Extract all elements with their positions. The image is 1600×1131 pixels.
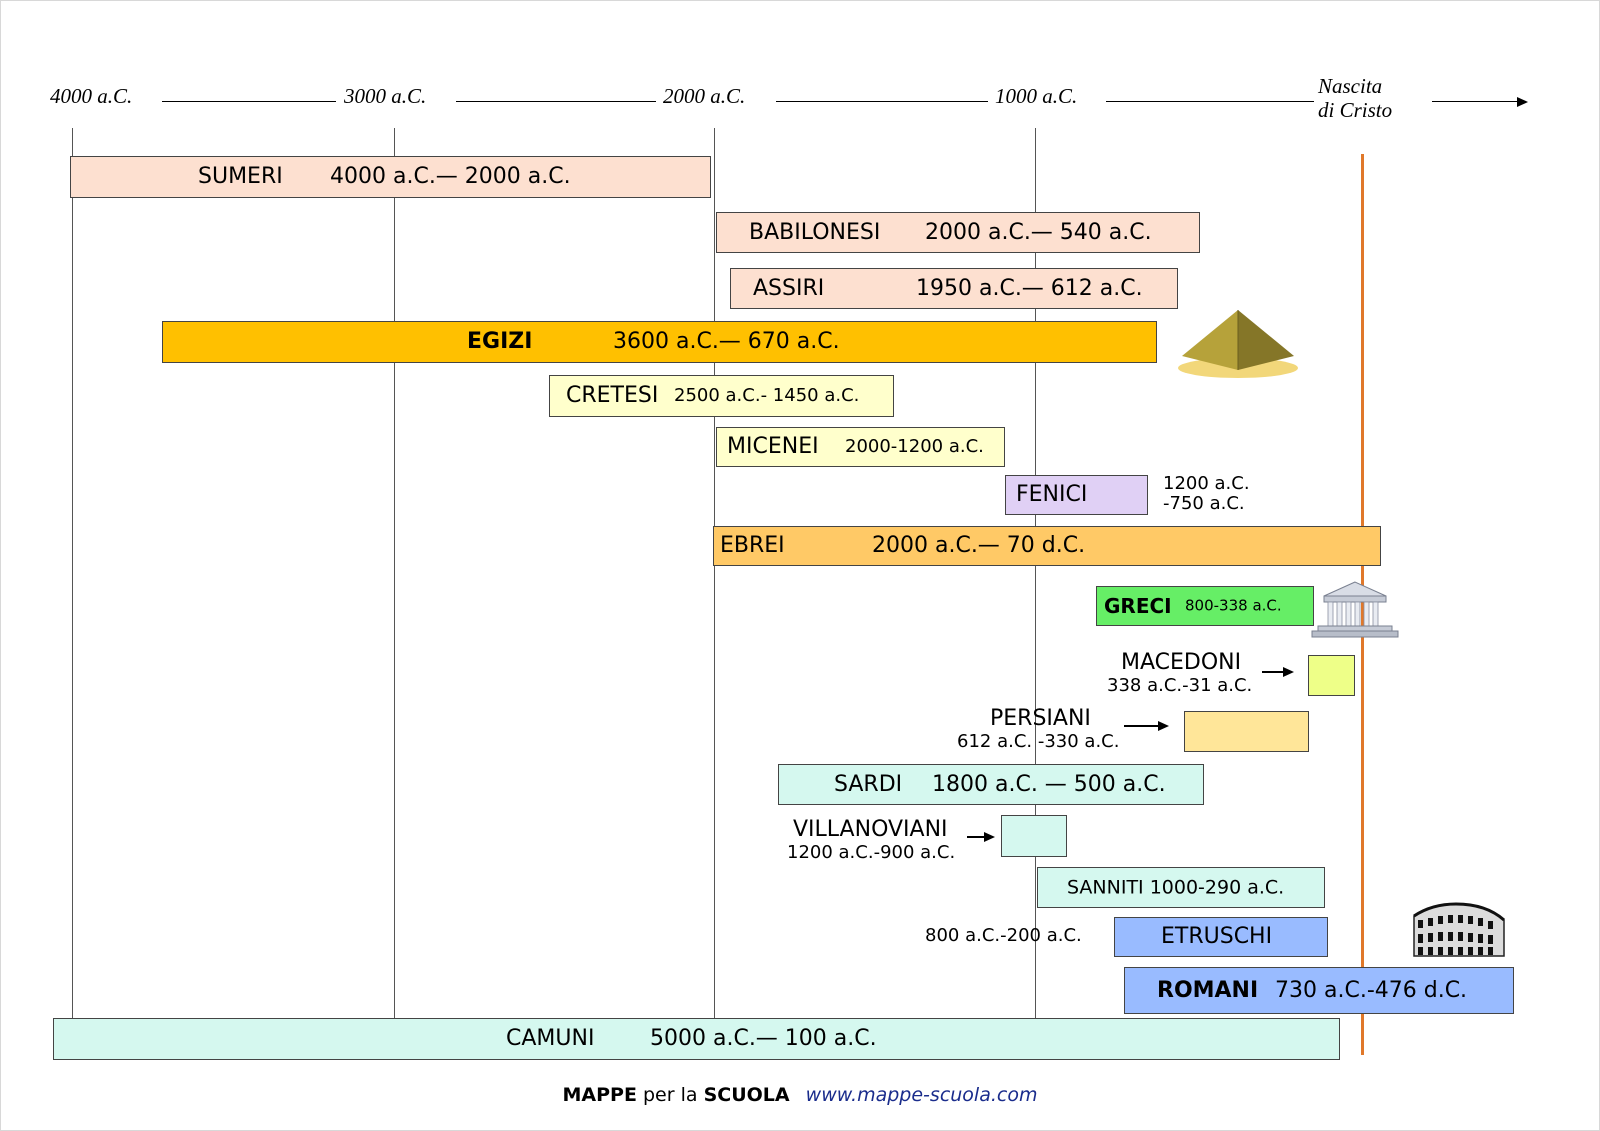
tick-label: 4000 a.C.	[50, 84, 133, 108]
greci-bar: GRECI 800-338 a.C.	[1096, 586, 1314, 626]
egizi-period: 3600 a.C.— 670 a.C.	[613, 329, 840, 354]
cretesi-period: 2500 a.C.- 1450 a.C.	[674, 385, 860, 406]
macedoni-arrow-line	[1262, 671, 1284, 673]
axis-segment	[776, 101, 988, 102]
persiani-bar	[1184, 711, 1309, 752]
arrow-right-icon	[1517, 97, 1528, 107]
romani-name: ROMANI	[1157, 977, 1259, 1003]
babilonesi-period: 2000 a.C.— 540 a.C.	[925, 219, 1152, 245]
etruschi-period: 800 a.C.-200 a.C.	[925, 925, 1082, 946]
pyramid-icon	[1178, 310, 1298, 378]
axis-segment	[1432, 101, 1518, 102]
babilonesi-name: BABILONESI	[749, 219, 881, 245]
sanniti-label: SANNITI 1000-290 a.C.	[1067, 876, 1285, 898]
villanoviani-period: 1200 a.C.-900 a.C.	[787, 842, 956, 863]
persiani-period: 612 a.C. -330 a.C.	[957, 731, 1120, 752]
assiri-name: ASSIRI	[753, 275, 825, 301]
greci-name: GRECI	[1104, 594, 1172, 618]
persiani-name: PERSIANI	[990, 706, 1091, 731]
gridline-4000	[72, 128, 73, 1018]
assiri-period: 1950 a.C.— 612 a.C.	[916, 275, 1143, 301]
ebrei-bar: EBREI 2000 a.C.— 70 d.C.	[713, 526, 1381, 566]
sardi-period: 1800 a.C. — 500 a.C.	[932, 771, 1166, 797]
etruschi-name: ETRUSCHI	[1161, 924, 1273, 949]
fenici-period-line2: -750 a.C.	[1163, 493, 1245, 514]
fenici-bar: FENICI	[1005, 475, 1148, 515]
ebrei-name: EBREI	[720, 533, 785, 558]
egizi-bar: EGIZI 3600 a.C.— 670 a.C.	[162, 321, 1157, 363]
gridline-1000	[1035, 128, 1036, 1018]
camuni-name: CAMUNI	[506, 1026, 595, 1051]
birth-of-christ-label: Nascita di Cristo	[1318, 74, 1428, 122]
sumeri-name: SUMERI	[198, 164, 283, 189]
tick-label: 2000 a.C.	[663, 84, 746, 108]
axis-segment	[1106, 101, 1314, 102]
persiani-arrow-line	[1124, 725, 1159, 727]
fenici-period-line1: 1200 a.C.	[1163, 473, 1250, 494]
egizi-name: EGIZI	[467, 329, 533, 354]
cretesi-bar: CRETESI 2500 a.C.- 1450 a.C.	[549, 375, 894, 417]
footer-site-link[interactable]: www.mappe-scuola.com	[805, 1084, 1038, 1106]
micenei-bar: MICENEI 2000-1200 a.C.	[716, 427, 1005, 467]
sardi-name: SARDI	[834, 771, 903, 797]
arrow-right-icon	[1283, 667, 1294, 677]
camuni-bar: CAMUNI 5000 a.C.— 100 a.C.	[53, 1018, 1340, 1060]
villanoviani-arrow-line	[967, 836, 985, 838]
sumeri-bar: SUMERI 4000 a.C.— 2000 a.C.	[70, 156, 711, 198]
axis-segment	[456, 101, 656, 102]
ebrei-period: 2000 a.C.— 70 d.C.	[872, 533, 1086, 558]
romani-bar: ROMANI 730 a.C.-476 d.C.	[1124, 967, 1514, 1014]
greci-period: 800-338 a.C.	[1185, 596, 1282, 615]
tick-label: 3000 a.C.	[344, 84, 427, 108]
arrow-right-icon	[984, 832, 995, 842]
assiri-bar: ASSIRI 1950 a.C.— 612 a.C.	[730, 268, 1178, 309]
footer-per-la: per la	[643, 1084, 698, 1106]
axis-segment	[162, 101, 336, 102]
cretesi-name: CRETESI	[566, 383, 659, 408]
sardi-bar: SARDI 1800 a.C. — 500 a.C.	[778, 764, 1204, 805]
fenici-name: FENICI	[1016, 482, 1088, 507]
romani-period: 730 a.C.-476 d.C.	[1275, 977, 1468, 1003]
villanoviani-name: VILLANOVIANI	[793, 817, 948, 842]
fenici-period: 1200 a.C. -750 a.C.	[1163, 474, 1250, 514]
arrow-right-icon	[1158, 721, 1169, 731]
colosseum-icon	[1413, 902, 1505, 957]
birth-label-line2: di Cristo	[1318, 98, 1393, 122]
footer-scuola: SCUOLA	[703, 1084, 790, 1106]
gridline-3000	[394, 128, 395, 1018]
villanoviani-bar	[1001, 815, 1067, 857]
micenei-period: 2000-1200 a.C.	[845, 436, 984, 457]
footer: MAPPE per la SCUOLA www.mappe-scuola.com	[0, 1084, 1600, 1106]
birth-label-line1: Nascita	[1318, 74, 1383, 98]
camuni-period: 5000 a.C.— 100 a.C.	[650, 1026, 877, 1051]
footer-mappe: MAPPE	[562, 1084, 637, 1106]
birth-of-christ-line	[1361, 154, 1364, 1055]
tick-label: 1000 a.C.	[995, 84, 1078, 108]
sumeri-period: 4000 a.C.— 2000 a.C.	[330, 164, 571, 189]
babilonesi-bar: BABILONESI 2000 a.C.— 540 a.C.	[716, 212, 1200, 253]
macedoni-bar	[1308, 655, 1355, 696]
sanniti-bar: SANNITI 1000-290 a.C.	[1037, 867, 1325, 908]
greek-temple-icon	[1311, 581, 1399, 638]
macedoni-name: MACEDONI	[1121, 650, 1242, 675]
etruschi-bar: ETRUSCHI	[1114, 917, 1328, 957]
micenei-name: MICENEI	[727, 434, 819, 459]
gridline-2000	[714, 128, 715, 1018]
macedoni-period: 338 a.C.-31 a.C.	[1107, 675, 1253, 696]
